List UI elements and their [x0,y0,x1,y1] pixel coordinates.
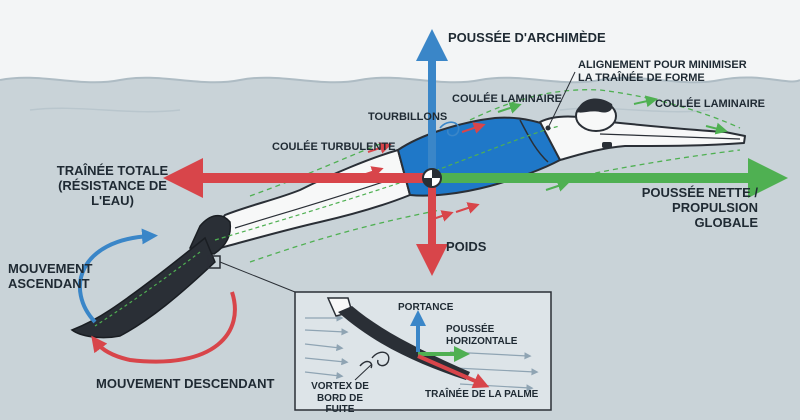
zoom-leader [219,261,296,293]
turbulent-flow-label: COULÉE TURBULENTE [272,141,396,153]
flow-line-legs-bottom [249,209,441,263]
goggles [602,142,612,148]
flow-arrow-red-4 [455,202,480,214]
water-surface-wave [0,76,800,84]
alignment-dot [545,125,551,131]
fin-blade [70,236,216,339]
flow-arrow-green-2 [633,95,658,108]
alignment-label: ALIGNEMENT POUR MINIMISER LA TRAÎNÉE DE … [578,59,747,84]
downward-motion-label: MOUVEMENT DESCENDANT [96,376,275,391]
swimmer-arm-line [599,133,741,140]
flow-arrow-green-4 [705,122,728,135]
fin-drag-label: TRAÎNÉE DE LA PALME [425,389,539,400]
flow-arrow-green-1 [497,102,522,114]
center-of-mass-quadrants [423,169,441,187]
total-drag-label: TRAÎNÉE TOTALE (RÉSISTANCE DE L'EAU) [56,163,169,208]
inset-fin [338,306,470,380]
flow-line-upper [469,89,741,129]
swimsuit-strap [519,119,549,163]
alignment-pointer [547,71,576,129]
flow-arrow-red-3 [461,122,486,134]
horizontal-thrust-label: POUSSÉE HORIZONTALE [446,324,518,347]
laminar-flow-front-label: COULÉE LAMINAIRE [655,98,765,110]
body-axis-line [214,125,561,241]
eddy-swirl [439,121,460,137]
trailing-vortex-label: VORTEX DE BORD DE FUITE [311,381,369,415]
flow-arrow-green-3 [545,180,570,192]
fin-drag-arrow [417,354,490,389]
swim-cap [577,98,613,113]
eddies-label: TOURBILLONS [368,111,448,123]
weight-label: POIDS [446,239,487,254]
vortex-pointer [354,363,373,381]
flow-arrow-red-1 [367,142,392,154]
flow-line-legs-top [249,143,381,197]
downward-motion-arc [91,291,237,364]
lift-label: PORTANCE [398,302,454,313]
buoyancy-label: POUSSÉE D'ARCHIMÈDE [448,30,606,45]
upward-motion-label: MOUVEMENT ASCENDANT [8,261,93,291]
net-thrust-label: POUSSÉE NETTE / PROPULSION GLOBALE [641,185,758,230]
trailing-vortex-swirl [359,351,390,369]
swimmer-leg-crease [234,177,396,229]
laminar-flow-back-label: COULÉE LAMINAIRE [452,93,562,105]
fin-blade-line [94,251,201,327]
upward-motion-arc [77,228,158,324]
